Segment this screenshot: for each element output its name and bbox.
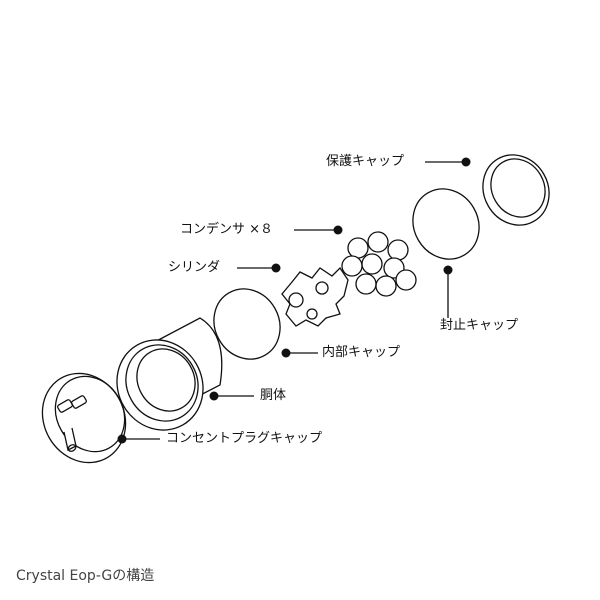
leader-dots [117,157,471,444]
label-protective-cap: 保護キャップ [326,154,405,169]
leader-lines [122,161,466,440]
capacitor-bundle-part [341,231,417,297]
label-cylinder: シリンダ [168,260,221,275]
body-part [116,317,223,431]
outlet-plug-cap-part [41,372,127,464]
label-sealing-cap: 封止キャップ [440,318,519,333]
label-inner-cap: 内部キャップ [322,345,401,360]
cylinder-part [281,266,349,327]
diagram-caption: Crystal Eop-Gの構造 [16,568,155,584]
protective-cap-part [482,154,550,226]
label-body: 胴体 [260,388,287,403]
label-capacitor: コンデンサ ×８ [180,222,274,237]
sealing-cap-part [412,188,480,260]
inner-cap-part [213,288,281,360]
label-outlet-plug-cap: コンセントプラグキャップ [166,431,323,446]
